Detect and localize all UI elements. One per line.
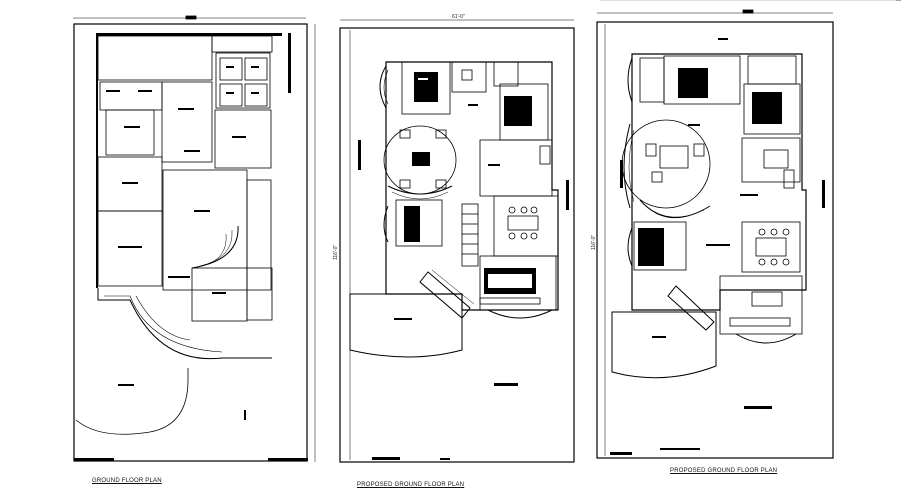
plot-boundary xyxy=(73,23,308,462)
plan-2-caption: PROPOSED GROUND FLOOR PLAN xyxy=(357,482,465,488)
proposed-plan-b xyxy=(596,9,834,459)
plan-2-width-dimension: 61'-0" xyxy=(452,14,465,20)
plan-3-caption: PROPOSED GROUND FLOOR PLAN xyxy=(670,468,778,474)
plot-boundary xyxy=(339,27,575,463)
plot-boundary xyxy=(596,21,834,459)
plan-3-depth-dimension: 116'-0" xyxy=(591,234,597,250)
ground-floor-plan xyxy=(73,15,316,462)
plan-1-caption: GROUND FLOOR PLAN xyxy=(92,478,162,484)
plan-2-depth-dimension: 116'-0" xyxy=(333,244,339,260)
proposed-plan-a xyxy=(339,19,575,463)
